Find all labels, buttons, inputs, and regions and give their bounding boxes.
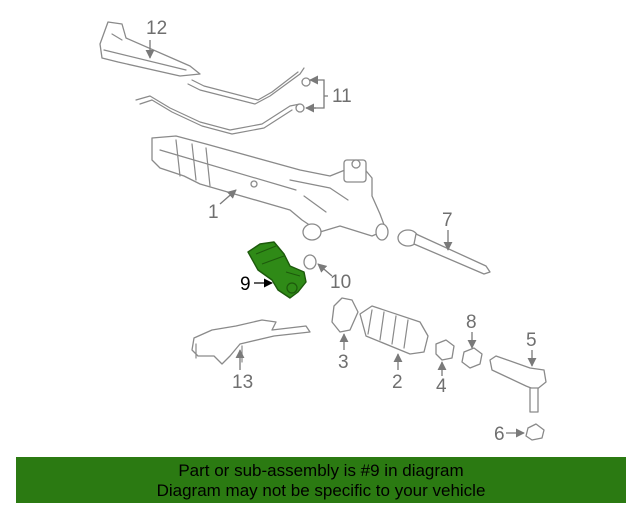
svg-text:1: 1 <box>208 202 219 223</box>
svg-text:2: 2 <box>392 372 403 393</box>
svg-text:9: 9 <box>240 274 251 295</box>
svg-text:3: 3 <box>338 352 349 373</box>
callout-2[interactable]: 2 <box>392 353 403 393</box>
svg-text:11: 11 <box>332 86 352 107</box>
svg-text:12: 12 <box>146 18 167 39</box>
part-9-highlighted-component[interactable] <box>247 241 307 299</box>
part-6-nut[interactable] <box>525 423 545 441</box>
svg-text:13: 13 <box>232 372 253 393</box>
part-5-outer-tie-rod-end[interactable] <box>489 355 547 413</box>
svg-text:7: 7 <box>442 210 453 231</box>
callout-1[interactable]: 1 <box>208 189 237 223</box>
svg-text:5: 5 <box>526 330 537 351</box>
callout-11[interactable]: 11 <box>305 75 352 113</box>
callout-6[interactable]: 6 <box>494 424 525 445</box>
part-4-clamp[interactable] <box>435 339 455 361</box>
callout-12[interactable]: 12 <box>145 18 167 59</box>
parts-diagram: 12 11 1 7 <box>99 18 547 445</box>
part-10-washer[interactable] <box>303 254 317 270</box>
part-1-steering-gear[interactable] <box>151 135 389 241</box>
callout-7[interactable]: 7 <box>442 210 453 251</box>
callout-4[interactable]: 4 <box>436 361 447 397</box>
callout-13[interactable]: 13 <box>232 349 253 393</box>
part-8-nut[interactable] <box>461 347 483 369</box>
svg-text:4: 4 <box>436 376 447 397</box>
banner-line-2: Diagram may not be specific to your vehi… <box>156 481 486 500</box>
callout-3[interactable]: 3 <box>338 333 349 373</box>
svg-text:10: 10 <box>330 272 351 293</box>
svg-text:6: 6 <box>494 424 505 445</box>
part-3-clamp[interactable] <box>331 297 359 333</box>
callout-8[interactable]: 8 <box>466 312 477 349</box>
callout-5[interactable]: 5 <box>526 330 537 367</box>
svg-text:8: 8 <box>466 312 477 333</box>
callout-10[interactable]: 10 <box>317 263 351 293</box>
part-11-pressure-lines[interactable] <box>135 67 311 135</box>
part-2-boot[interactable] <box>359 305 429 355</box>
part-13-bracket[interactable] <box>191 319 311 365</box>
callout-9[interactable]: 9 <box>240 274 273 295</box>
info-banner: Part or sub-assembly is #9 in diagram Di… <box>16 457 626 503</box>
banner-line-1: Part or sub-assembly is #9 in diagram <box>178 461 464 480</box>
part-7-inner-tie-rod[interactable] <box>397 229 491 275</box>
